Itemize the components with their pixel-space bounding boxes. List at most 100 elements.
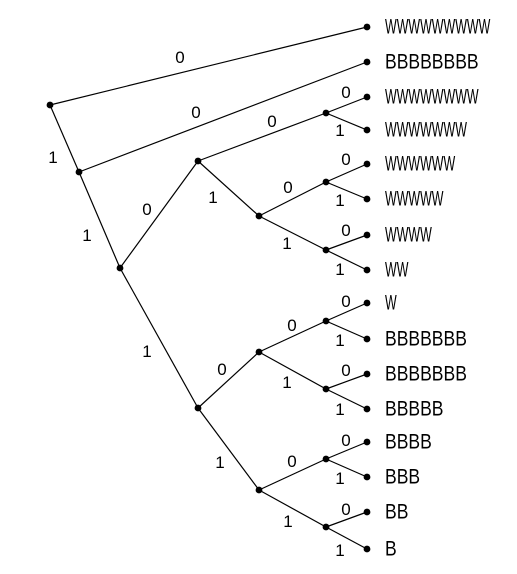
edge-bit-label-one: 1 [82,226,91,245]
edge-bit-label-zero: 0 [287,316,296,335]
tree-edges [49,26,368,550]
tree-edge [197,160,260,217]
leaf-node [363,370,371,378]
edge-bit-label-one: 1 [335,260,344,279]
edge-bit-label-zero: 0 [341,361,350,380]
edge-bit-label-one: 1 [335,331,344,350]
leaf-node [363,438,371,446]
leaf-node [363,58,371,66]
edge-bit-label-one: 1 [142,342,151,361]
leaf-node [363,266,371,274]
leaf-code-label: WWWWW [385,188,444,211]
tree-edge [325,96,368,114]
edge-bit-label-one: 1 [335,121,344,140]
internal-node [255,212,263,220]
leaf-code-label: BBBBBBBB [385,51,479,74]
leaf-code-label: BBBBBBB [385,328,467,351]
internal-node [322,109,330,117]
tree-edge [325,320,368,340]
tree-edge [325,373,368,390]
internal-node [194,157,202,165]
edge-bit-label-one: 1 [283,512,292,531]
leaf-node [363,335,371,343]
edge-bit-label-one: 1 [335,469,344,488]
tree-edge [325,112,368,131]
tree-edge [325,302,368,322]
tree-edge [197,351,260,409]
leaf-node [363,93,371,101]
internal-node [322,385,330,393]
leaf-code-label: WWWWWWW [385,119,467,142]
leaf-code-label: WWWWWW [385,153,455,176]
tree-edge [197,112,327,162]
tree-edge [258,181,327,217]
edge-bit-label-one: 1 [215,453,224,472]
internal-node [46,101,54,109]
tree-nodes [46,23,371,553]
tree-edge [325,163,368,183]
tree-edge [49,26,368,106]
edge-bit-label-zero: 0 [283,178,292,197]
tree-edge [325,234,368,251]
leaf-code-label: BBBB [385,431,432,454]
tree-edge [325,441,368,460]
internal-node [255,348,263,356]
tree-edge [119,267,199,409]
leaf-code-label: WW [385,259,408,282]
edge-bit-label-one: 1 [282,234,291,253]
edge-bit-label-one: 1 [335,191,344,210]
tree-edge [325,181,368,200]
leaf-code-label: BBB [385,466,420,489]
edge-bit-label-zero: 0 [341,83,350,102]
internal-node [194,404,202,412]
tree-edge [325,458,368,478]
tree-edge [325,249,368,271]
edge-bit-label-zero: 0 [341,431,350,450]
leaf-code-label: BBBBB [385,398,444,421]
edge-bit-label-one: 1 [282,373,291,392]
internal-node [322,317,330,325]
internal-node [322,455,330,463]
tree-edge [78,61,368,173]
internal-node [322,523,330,531]
tree-edge [258,351,327,390]
leaf-code-labels: WWWWWWWWWBBBBBBBBWWWWWWWWWWWWWWWWWWWWWWW… [385,16,490,561]
edge-bit-label-zero: 0 [341,221,350,240]
leaf-node [363,126,371,134]
edge-bit-label-zero: 0 [191,103,200,122]
edge-bit-label-one: 1 [335,400,344,419]
leaf-node [363,299,371,307]
tree-edge [49,104,80,173]
leaf-node [363,508,371,516]
edge-bit-label-one: 1 [48,148,57,167]
tree-edge [119,160,199,269]
tree-edge [258,215,327,251]
edge-bit-label-zero: 0 [287,452,296,471]
edge-bit-label-zero: 0 [341,500,350,519]
edge-bit-label-one: 1 [208,188,217,207]
leaf-node [363,23,371,31]
internal-node [75,168,83,176]
leaf-node [363,231,371,239]
edge-bit-label-zero: 0 [217,360,226,379]
leaf-code-label: WWWWWWWW [385,86,479,109]
edge-bit-label-zero: 0 [175,48,184,67]
leaf-code-label: WWWW [385,224,432,247]
leaf-code-label: BBBBBBB [385,363,467,386]
tree-edge [325,526,368,550]
leaf-node [363,405,371,413]
leaf-code-label: WWWWWWWWW [385,16,490,39]
tree-edge [258,458,327,491]
leaf-node [363,195,371,203]
tree-edge [78,171,121,269]
tree-edge [197,407,260,491]
edge-bit-label-one: 1 [335,541,344,560]
edge-bit-label-zero: 0 [267,112,276,131]
leaf-node [363,160,371,168]
tree-edge [325,511,368,528]
internal-node [322,178,330,186]
internal-node [255,486,263,494]
leaf-code-label: BB [385,501,408,524]
